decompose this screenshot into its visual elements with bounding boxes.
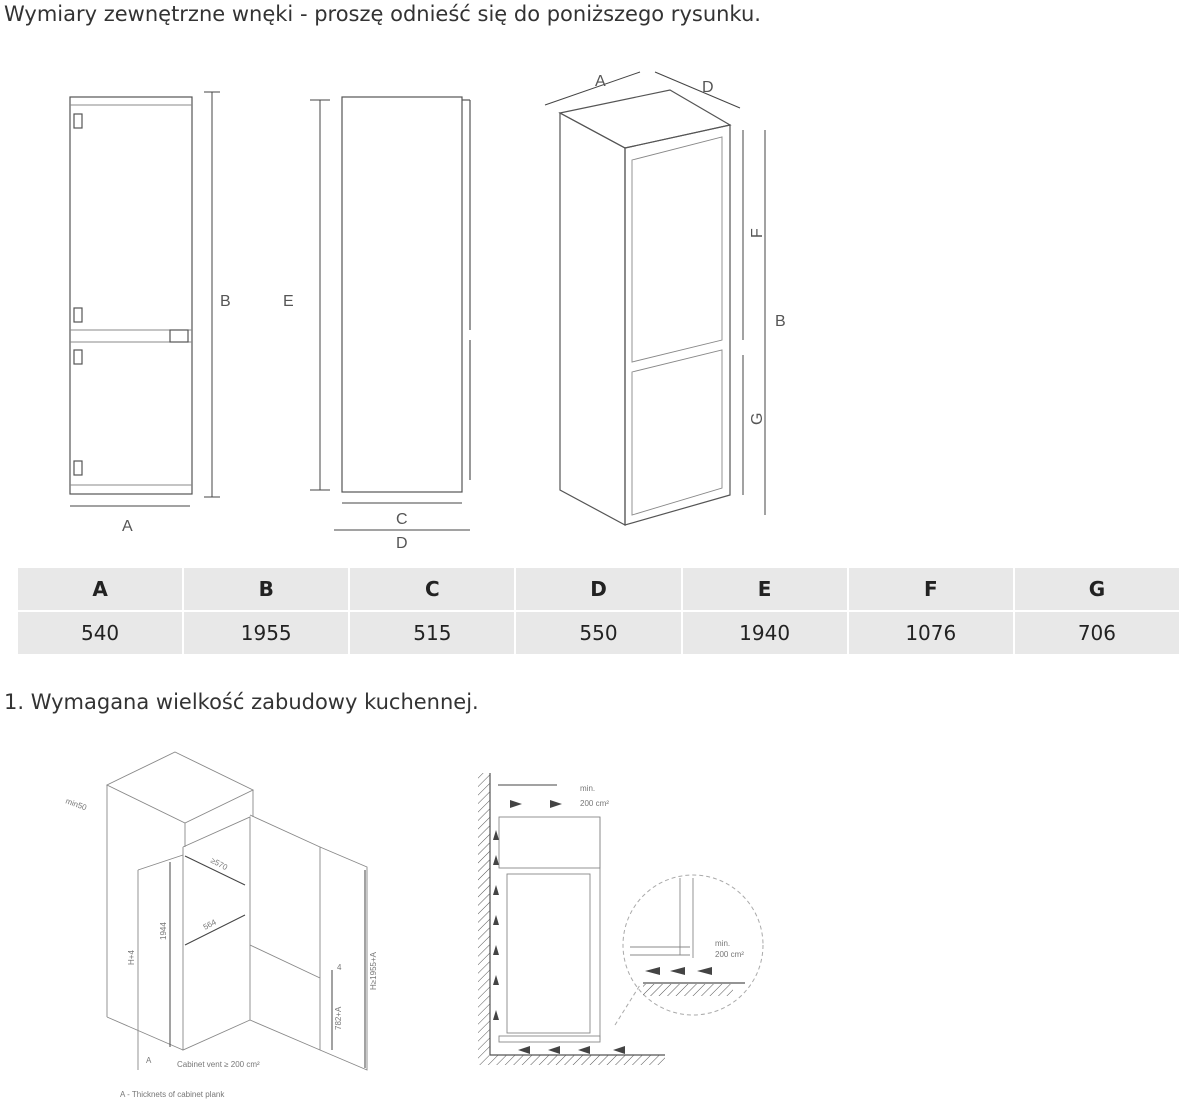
dimension-label-e: E: [283, 293, 294, 310]
value-cell: 550: [514, 610, 683, 656]
header-cell: E: [680, 566, 849, 612]
header-cell: F: [846, 566, 1015, 612]
label-cabinet-vent: Cabinet vent ≥ 200 cm²: [177, 1060, 260, 1069]
value-cell: 706: [1012, 610, 1181, 656]
dimension-label-a: A: [122, 518, 133, 535]
label-a: A: [146, 1056, 152, 1065]
value-cell: 515: [348, 610, 517, 656]
top-vent-min: min.: [580, 784, 595, 793]
dimension-label-c: C: [396, 511, 408, 528]
value-cell: 1955: [182, 610, 351, 656]
label-plank-note: A - Thicknets of cabinet plank: [120, 1090, 225, 1099]
header-cell: B: [182, 566, 351, 612]
value-cell: 1940: [680, 610, 849, 656]
detail-vent-min: min.: [715, 939, 730, 948]
label-782a: 782+A: [334, 1006, 343, 1030]
label-h4: H+4: [127, 950, 136, 965]
cabinet-installation-drawing: min50 ≥570 1944 564 H+4 4 782+A H≥1955+A…: [64, 751, 378, 1099]
side-view-drawing: E C D: [283, 96, 471, 552]
iso-label-d: D: [702, 79, 714, 96]
top-vent-area: 200 cm²: [580, 799, 609, 808]
floor-hatching: [478, 1055, 665, 1065]
ventilation-drawing: min. 200 cm² min. 200 cm²: [489, 773, 764, 1056]
header-cell: C: [348, 566, 517, 612]
label-height-1944: 1944: [159, 922, 168, 940]
header-cell: A: [15, 566, 185, 612]
iso-label-b: B: [775, 313, 786, 330]
value-cell: 540: [15, 610, 185, 656]
label-depth-570: ≥570: [209, 856, 229, 873]
iso-label-a: A: [595, 73, 606, 90]
page-heading: Wymiary zewnętrzne wnęki - proszę odnieś…: [4, 2, 761, 26]
header-cell: G: [1012, 566, 1181, 612]
front-view-drawing: B A: [69, 91, 231, 535]
wall-hatching: [478, 773, 490, 1055]
detail-vent-area: 200 cm²: [715, 950, 744, 959]
table-header-row: A B C D E F G: [15, 566, 1181, 612]
label-h1955a: H≥1955+A: [369, 951, 378, 990]
section-heading: 1. Wymagana wielkość zabudowy kuchennej.: [4, 690, 479, 714]
header-cell: D: [514, 566, 683, 612]
isometric-view-drawing: A D F G B: [544, 71, 786, 527]
value-cell: 1076: [846, 610, 1015, 656]
iso-label-g: G: [749, 413, 766, 425]
dimension-label-b: B: [220, 293, 231, 310]
iso-label-f: F: [749, 228, 766, 238]
label-gap-4: 4: [337, 963, 342, 972]
dimensions-table: A B C D E F G 540 1955 515 550 1940 1076…: [15, 566, 1181, 656]
table-row: 540 1955 515 550 1940 1076 706: [15, 610, 1181, 656]
detail-floor-hatching: [643, 984, 733, 996]
label-min50: min50: [64, 796, 88, 812]
dimension-label-d: D: [396, 535, 408, 552]
